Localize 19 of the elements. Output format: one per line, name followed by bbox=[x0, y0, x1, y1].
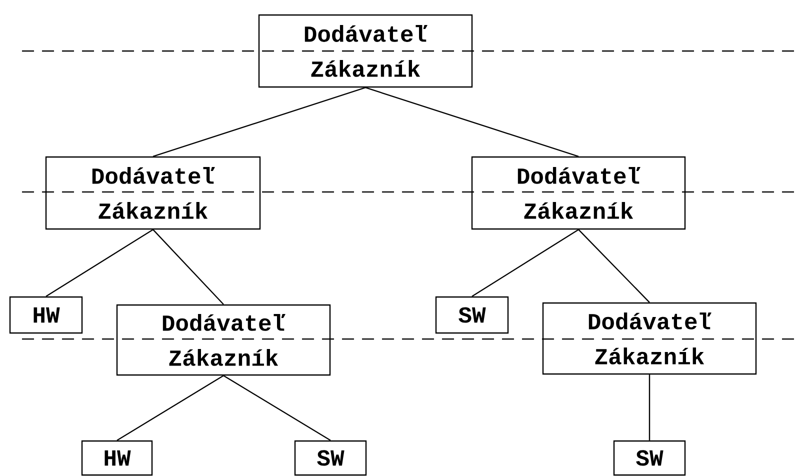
connector-line bbox=[223, 375, 331, 441]
tree-box: SW bbox=[294, 440, 367, 476]
connector-line bbox=[152, 87, 366, 157]
connector-line bbox=[648, 374, 650, 440]
connector-line bbox=[365, 87, 579, 157]
connector-line bbox=[472, 229, 579, 297]
tree-box: Dodávateľ Zákazník bbox=[542, 302, 757, 375]
tree-box: Dodávateľ Zákazník bbox=[116, 304, 331, 376]
connector-line bbox=[578, 229, 650, 303]
tree-box: SW bbox=[613, 440, 686, 476]
connector-line bbox=[46, 229, 154, 297]
tree-box: SW bbox=[435, 296, 509, 334]
tree-box: HW bbox=[81, 440, 153, 476]
tree-box: Dodávateľ Zákazník bbox=[258, 14, 473, 88]
connector-line bbox=[152, 229, 224, 305]
connector-line bbox=[116, 375, 224, 441]
tree-box: Dodávateľ Zákazník bbox=[471, 156, 686, 230]
tree-box: HW bbox=[9, 296, 83, 334]
tree-box: Dodávateľ Zákazník bbox=[45, 156, 261, 230]
